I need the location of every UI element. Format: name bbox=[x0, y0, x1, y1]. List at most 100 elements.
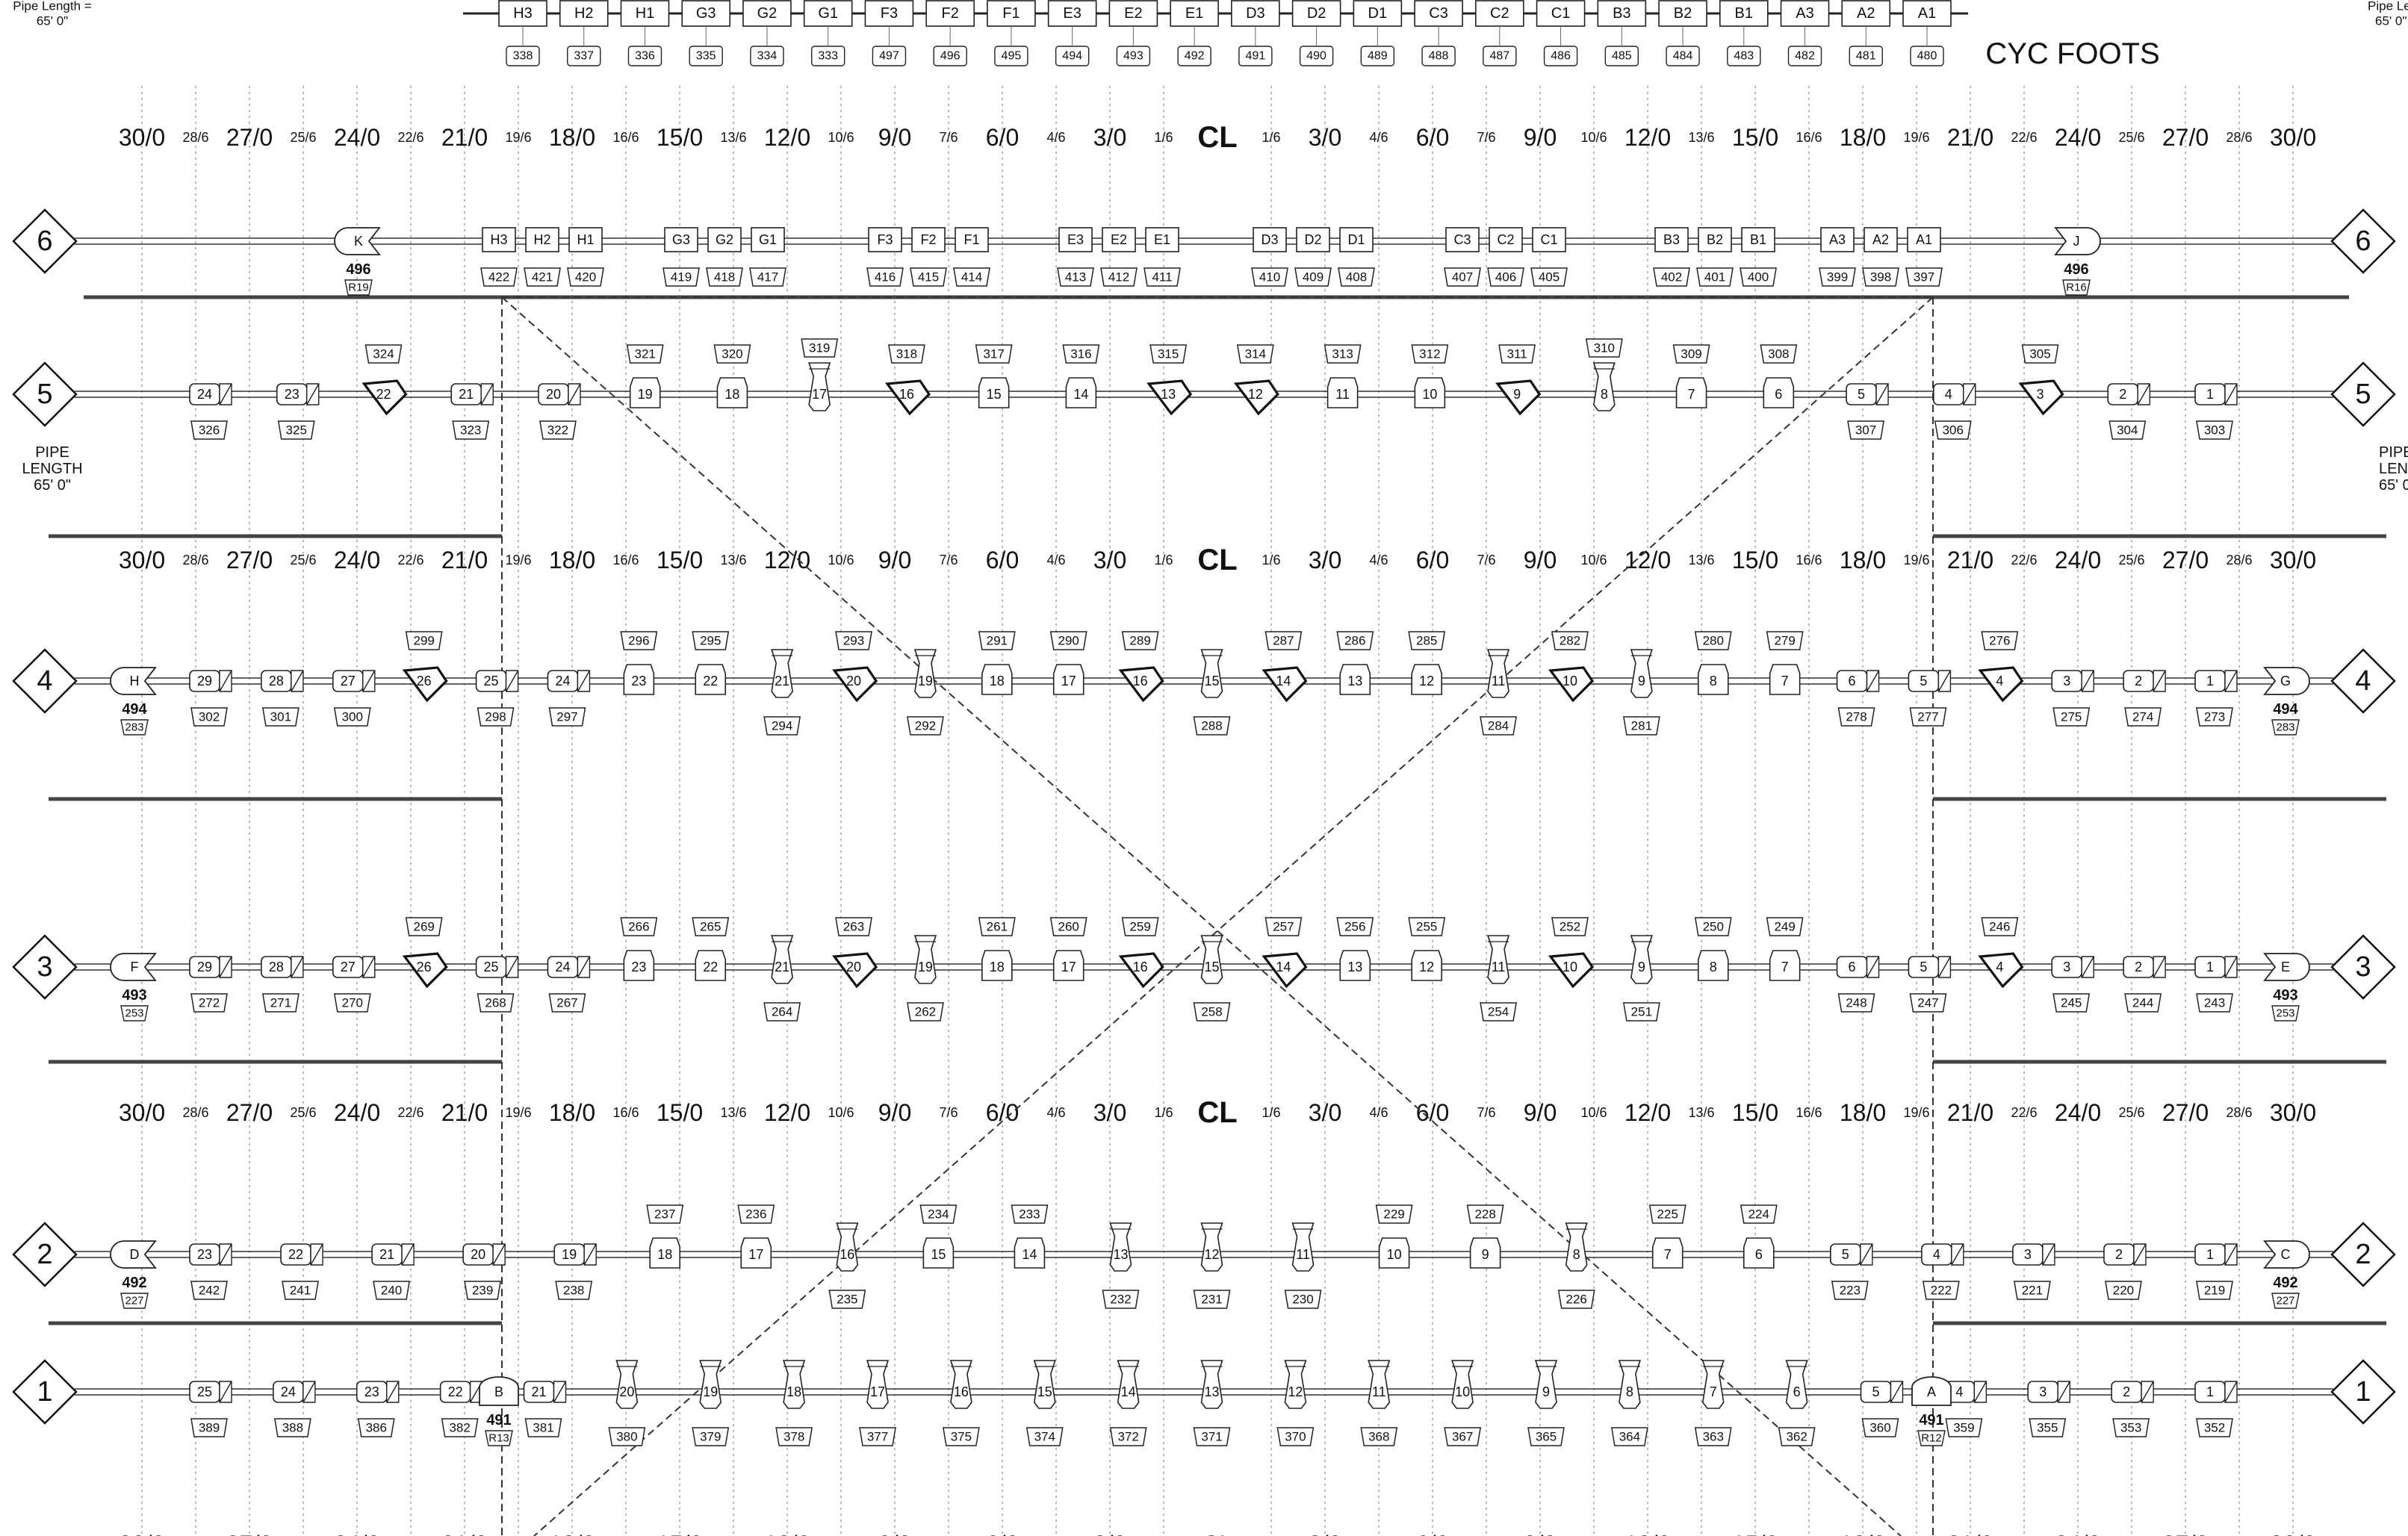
scale-label: 9/0 bbox=[878, 124, 911, 151]
unit-number-tag bbox=[646, 1204, 684, 1224]
fixture-label: 19 bbox=[918, 960, 933, 974]
flood-fixture bbox=[623, 950, 655, 981]
unit-number: 289 bbox=[1129, 634, 1150, 648]
unit-number-tag bbox=[1498, 344, 1536, 364]
par-yoke bbox=[505, 670, 519, 692]
top-bar: H3338H2337H1336G3335G2334G1333F3497F2496… bbox=[463, 0, 1968, 66]
pipe-length-side-note: PIPE bbox=[35, 444, 69, 461]
fixture-label: 8 bbox=[1710, 674, 1717, 688]
ellipsoidal-fixture bbox=[1486, 935, 1510, 984]
par-yoke bbox=[1963, 383, 1976, 405]
unit-number: 265 bbox=[700, 920, 721, 934]
unit-number: 238 bbox=[563, 1284, 584, 1298]
scale-label-clipped: 9/0 bbox=[1524, 1531, 1557, 1536]
unit-number-tag bbox=[480, 267, 518, 287]
unit-number-tag bbox=[441, 1418, 479, 1437]
ellipsoidal-fixture bbox=[949, 1360, 972, 1409]
unit-number-tag bbox=[1766, 917, 1804, 936]
unit-number: 325 bbox=[286, 423, 307, 438]
unit-number: 258 bbox=[1201, 1005, 1222, 1019]
unit-number: 221 bbox=[2022, 1284, 2043, 1298]
unit-number-tag bbox=[1149, 344, 1188, 364]
unit-number: 421 bbox=[532, 270, 553, 284]
par-yoke bbox=[2224, 1243, 2238, 1266]
unit-number: 298 bbox=[485, 710, 506, 724]
top-bar-label: H1 bbox=[636, 5, 655, 22]
scale-label: 7/6 bbox=[1477, 553, 1495, 568]
unit-number: 303 bbox=[2204, 423, 2225, 438]
ellipsoidal-fixture bbox=[1630, 935, 1653, 984]
box-fixture bbox=[1296, 227, 1330, 252]
pipe-length-side-note: LENGTH bbox=[22, 461, 82, 477]
pipe-length-side-note: 65' 0" bbox=[2379, 477, 2408, 494]
unit-number-tag bbox=[1411, 344, 1449, 364]
unit-number-tag bbox=[835, 917, 872, 936]
scale-label: 6/0 bbox=[1416, 124, 1449, 151]
scale-label: 25/6 bbox=[2118, 1105, 2144, 1120]
unit-number-tag bbox=[1264, 631, 1303, 650]
pipe-end-circuit: 491 bbox=[486, 1412, 511, 1428]
fixture-label: 4 bbox=[1996, 674, 2003, 688]
pipe-end-unit bbox=[110, 1240, 157, 1269]
box-fixture bbox=[664, 227, 698, 252]
box-fixture bbox=[1820, 227, 1855, 252]
unit-number-tag bbox=[953, 267, 990, 287]
fixture-label: 24 bbox=[555, 674, 570, 688]
rule-layer bbox=[49, 295, 2386, 1536]
scale-label: 16/6 bbox=[1796, 1105, 1822, 1120]
fixture-label: 6 bbox=[1755, 1247, 1763, 1262]
unit-number-tag bbox=[1922, 1281, 1960, 1300]
unit-number-tag bbox=[282, 1281, 319, 1300]
fixture-label: 23 bbox=[631, 960, 646, 974]
fixture-label: 24 bbox=[281, 1384, 296, 1399]
scale-label: 12/0 bbox=[1625, 124, 1671, 151]
fixture-label: 18 bbox=[990, 674, 1005, 688]
fixture-label: 16 bbox=[1133, 960, 1148, 974]
scale-label: 9/0 bbox=[1524, 547, 1557, 573]
par-yoke bbox=[577, 956, 591, 978]
unit-number: 365 bbox=[1536, 1430, 1557, 1444]
unit-number-tag bbox=[1694, 917, 1732, 936]
unit-number: 274 bbox=[2132, 710, 2153, 724]
scale-label: 22/6 bbox=[397, 553, 423, 568]
unit-number: 228 bbox=[1474, 1207, 1495, 1222]
scale-label: 13/6 bbox=[1688, 130, 1714, 145]
par-yoke bbox=[310, 1243, 323, 1266]
flood-fixture bbox=[1697, 950, 1729, 981]
par-yoke bbox=[401, 1243, 415, 1266]
top-bar-number: 483 bbox=[1734, 50, 1754, 63]
fixture-label: 10 bbox=[1563, 674, 1577, 688]
unit-number-tag bbox=[1408, 917, 1446, 936]
unit-number: 309 bbox=[1681, 347, 1701, 361]
spot-fixture bbox=[2018, 379, 2064, 416]
scale-label: 30/0 bbox=[119, 547, 165, 573]
fixture-label: 15 bbox=[1204, 960, 1219, 974]
scale-label-clipped: 12/0 bbox=[764, 1531, 810, 1536]
scale-label: 30/0 bbox=[2270, 547, 2316, 573]
scale-label-clipped: 18/0 bbox=[1840, 1531, 1886, 1536]
fixture-label: 21 bbox=[775, 674, 789, 688]
fixture-label: 25 bbox=[484, 960, 499, 974]
scale-label: 28/6 bbox=[2226, 553, 2252, 568]
top-bar-cell bbox=[559, 0, 609, 27]
fixture-label: F1 bbox=[963, 232, 979, 247]
unit-number: 416 bbox=[875, 270, 896, 284]
unit-number: 247 bbox=[1917, 996, 1938, 1010]
par-yoke bbox=[2224, 670, 2238, 692]
scale-label: 10/6 bbox=[828, 1105, 854, 1120]
ellipsoidal-fixture bbox=[1486, 649, 1510, 698]
scale-label: 30/0 bbox=[2270, 124, 2316, 151]
unit-number-tag bbox=[1585, 338, 1623, 358]
unit-number-tag bbox=[333, 707, 371, 727]
scale-label: 10/6 bbox=[1580, 130, 1607, 145]
par-yoke bbox=[1875, 383, 1889, 405]
top-bar-label: H2 bbox=[574, 5, 594, 22]
fixture-label: G3 bbox=[672, 232, 690, 247]
par-yoke bbox=[2081, 956, 2094, 978]
unit-number-tag bbox=[2196, 707, 2233, 727]
unit-number: 263 bbox=[843, 920, 864, 934]
top-bar-number: 335 bbox=[696, 50, 716, 63]
top-bar-label: D2 bbox=[1307, 5, 1326, 22]
top-bar-cell bbox=[864, 0, 914, 27]
fixture-label: 8 bbox=[1573, 1247, 1580, 1262]
